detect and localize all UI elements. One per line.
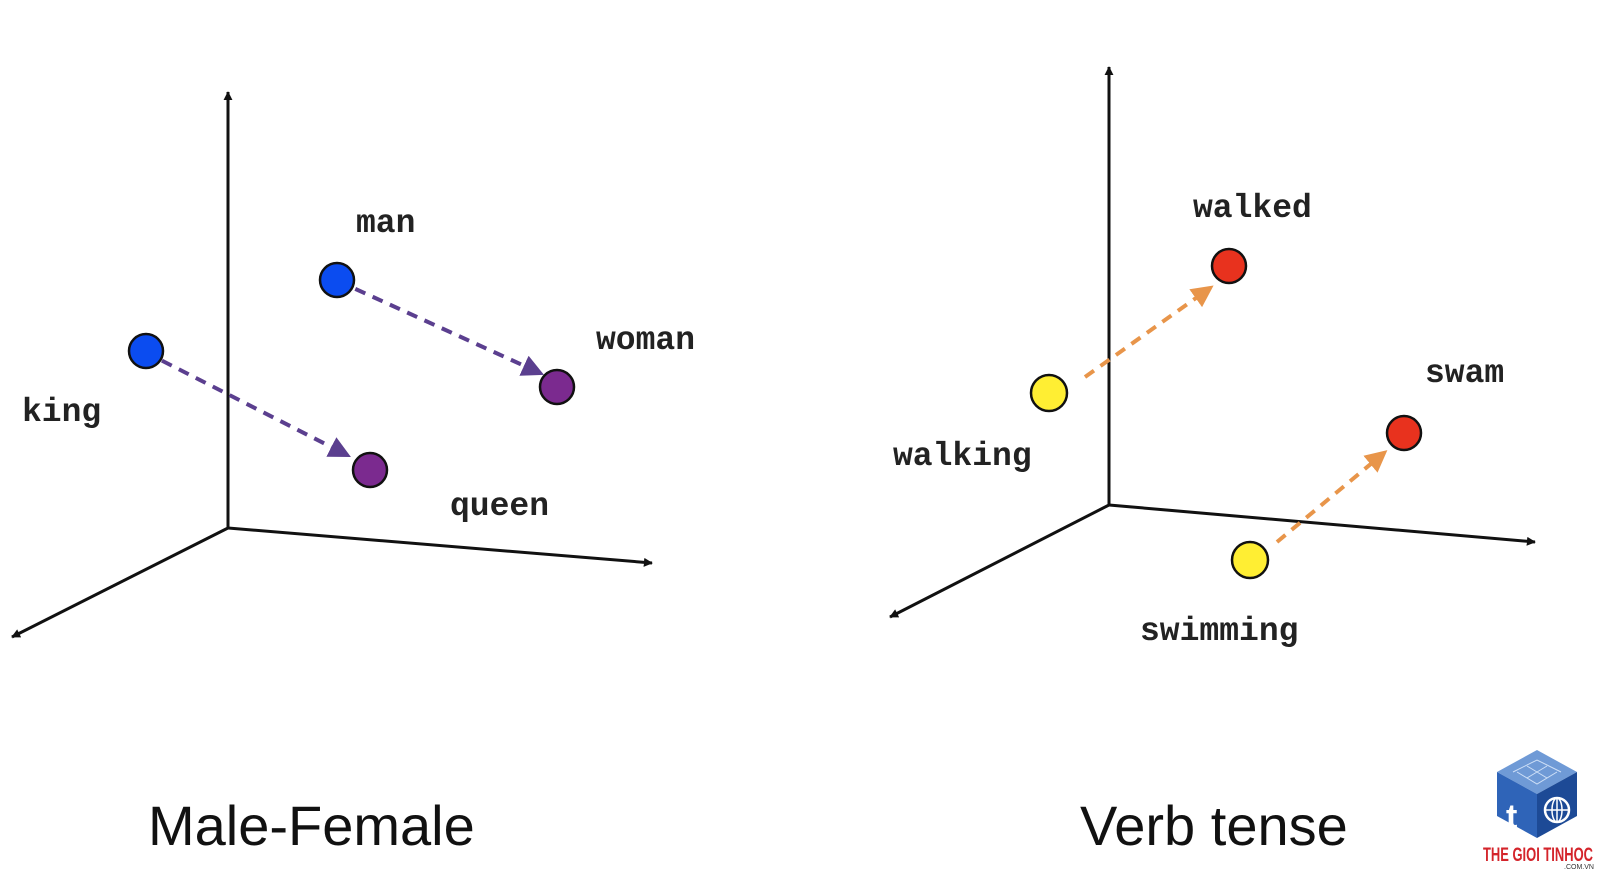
arrow-man-to-woman <box>337 279 545 376</box>
axes-male-female <box>11 91 653 639</box>
cube-logo-icon: t <box>1497 750 1577 838</box>
point-walking <box>1029 373 1069 413</box>
arrow-swimming-to-swam <box>1275 450 1388 544</box>
watermark-logo: t THE GIOI TINHOC .COM.VN <box>1483 750 1594 871</box>
point-woman <box>538 368 576 406</box>
label-woman: woman <box>596 322 695 359</box>
axis-depth <box>889 503 1110 619</box>
logo-domain: .COM.VN <box>1564 864 1594 871</box>
panel-male-female: king queen man woman Male-Female <box>11 91 695 857</box>
caption-male-female: Male-Female <box>148 794 475 857</box>
point-king <box>127 332 165 370</box>
point-swimming <box>1230 540 1270 580</box>
point-man <box>318 261 356 299</box>
label-walking: walking <box>893 438 1032 475</box>
label-man: man <box>356 205 415 242</box>
caption-verb-tense: Verb tense <box>1080 794 1348 857</box>
svg-text:t: t <box>1506 798 1517 836</box>
label-walked: walked <box>1193 190 1312 227</box>
label-king: king <box>22 394 101 431</box>
label-queen: queen <box>450 488 549 525</box>
label-swam: swam <box>1425 355 1504 392</box>
panel-verb-tense: walking walked swimming swam Verb tense <box>889 66 1536 857</box>
axis-depth <box>11 526 229 639</box>
point-queen <box>351 451 389 489</box>
point-swam <box>1385 414 1423 452</box>
axes-verb-tense <box>889 66 1536 619</box>
axis-horizontal <box>227 526 653 567</box>
axis-horizontal <box>1108 503 1536 546</box>
arrow-walking-to-walked <box>1083 285 1214 379</box>
arrow-king-to-queen <box>144 350 351 457</box>
logo-name: THE GIOI TINHOC <box>1483 845 1593 866</box>
label-swimming: swimming <box>1140 613 1298 650</box>
point-walked <box>1210 247 1248 285</box>
